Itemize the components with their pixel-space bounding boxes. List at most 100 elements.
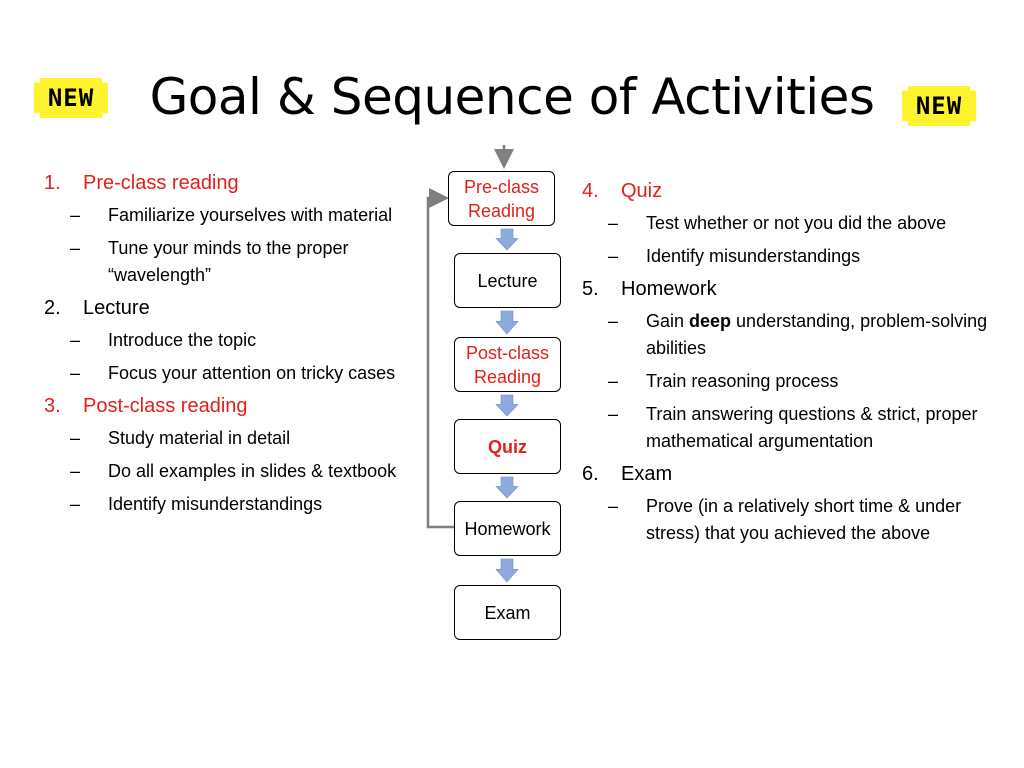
flow-box-line1: Pre-class bbox=[463, 176, 539, 197]
dash-bullet: – bbox=[607, 496, 618, 516]
subpoint: – Train reasoning process bbox=[582, 368, 1002, 395]
activity-heading: 4. Quiz bbox=[582, 178, 1002, 204]
subpoint: – Test whether or not you did the above bbox=[582, 210, 1002, 237]
flow-box-homework: Homework bbox=[454, 501, 561, 556]
down-arrow-icon bbox=[495, 310, 519, 335]
new-badge-left-icon: NEW bbox=[34, 78, 108, 118]
dash-bullet: – bbox=[607, 371, 618, 391]
activity-item: 1.Pre-class reading – Familiarize yourselv… bbox=[44, 170, 424, 289]
subpoint: – Familiarize yourselves with material bbox=[44, 202, 424, 229]
activity-heading: 1.Pre-class reading bbox=[44, 170, 424, 196]
subpoint: – Prove (in a relatively short time & und… bbox=[582, 493, 1002, 547]
subpoint: – Identify misunderstandings bbox=[582, 243, 1002, 270]
subpoint: – Gain deep understanding, problem-solvin… bbox=[582, 308, 1002, 362]
flow-box-quiz: Quiz bbox=[454, 419, 561, 474]
subpoint: –Introduce the topic bbox=[44, 327, 424, 354]
activity-item: 6.Exam – Prove (in a relatively short time… bbox=[582, 461, 1002, 547]
left-activity-list: 1.Pre-class reading – Familiarize yourselv… bbox=[44, 170, 424, 524]
new-badge-right-text: NEW bbox=[915, 92, 963, 120]
activity-heading: 6.Exam bbox=[582, 461, 1002, 487]
activity-subpoints: –Study material in detail–Do all example… bbox=[44, 425, 424, 518]
subpoint: – Do all examples in slides & textbook bbox=[44, 458, 424, 485]
dash-bullet: – bbox=[607, 311, 618, 331]
activity-number: 2. bbox=[44, 297, 61, 319]
activity-item: 5.Homework – Gain deep understanding, prob… bbox=[582, 276, 1002, 455]
activity-number: 3. bbox=[44, 395, 61, 417]
subpoint-text-after: understanding, problem-solving abilities bbox=[646, 311, 988, 358]
dash-bullet: – bbox=[69, 238, 80, 258]
subpoint: – Identify misunderstandings bbox=[44, 491, 424, 518]
activity-subpoints: – Familiarize yourselves with material –Tu… bbox=[44, 202, 424, 289]
flow-box-text: Quiz bbox=[488, 435, 527, 459]
activity-heading: 3. Post-class reading bbox=[44, 393, 424, 419]
dash-bullet: – bbox=[69, 330, 80, 350]
activity-subpoints: – Gain deep understanding, problem-solvin… bbox=[582, 308, 1002, 455]
activity-item: 3.Post-class reading–Study material in d… bbox=[44, 393, 424, 518]
subpoint-text: Identify misunderstandings bbox=[108, 494, 323, 514]
dash-bullet: – bbox=[607, 246, 618, 266]
activity-item: 2.Lecture–Introduce the topic–Focus your… bbox=[44, 295, 424, 387]
flow-box-line2: Reading bbox=[467, 200, 536, 221]
new-badge-right-icon: NEW bbox=[902, 86, 976, 126]
subpoint: – Focus your attention on tricky cases bbox=[44, 360, 424, 387]
subpoint: –Study material in detail bbox=[44, 425, 424, 452]
subpoint-text-before: Gain bbox=[646, 311, 690, 331]
dash-bullet: – bbox=[69, 205, 80, 225]
activity-label: Pre-class reading bbox=[83, 172, 239, 194]
dash-bullet: – bbox=[69, 461, 80, 481]
subpoint-text: Train reasoning process bbox=[646, 371, 839, 391]
flow-box-lecture: Lecture bbox=[454, 253, 561, 308]
activity-label: Post-class reading bbox=[83, 395, 248, 417]
activity-subpoints: –Introduce the topic–Focus your attentio… bbox=[44, 327, 424, 387]
subpoint-text: Identify misunderstandings bbox=[646, 246, 861, 266]
flow-box-text: Lecture bbox=[477, 269, 537, 293]
subpoint-text-bold: deep bbox=[689, 311, 732, 331]
down-arrow-icon bbox=[495, 394, 519, 417]
subpoint-text: Test whether or not you did the above bbox=[646, 213, 947, 233]
down-arrow-icon bbox=[495, 558, 519, 583]
activity-subpoints: – Prove (in a relatively short time & und… bbox=[582, 493, 1002, 547]
flow-box-line1: Homework bbox=[464, 518, 551, 539]
flow-box-line1: Exam bbox=[484, 602, 531, 623]
activity-subpoints: – Test whether or not you did the above – I… bbox=[582, 210, 1002, 270]
subpoint-text: Focus your attention on tricky cases bbox=[108, 363, 396, 383]
subpoint-text: Study material in detail bbox=[108, 428, 291, 448]
activity-number: 5. bbox=[582, 278, 599, 300]
dash-bullet: – bbox=[69, 494, 80, 514]
activity-number: 4. bbox=[582, 180, 599, 202]
flow-box-line2: Reading bbox=[473, 366, 542, 387]
activity-heading: 2. Lecture bbox=[44, 295, 424, 321]
down-arrow-icon bbox=[495, 228, 519, 251]
flow-box-line1: Lecture bbox=[477, 270, 538, 291]
new-badge-left-text: NEW bbox=[47, 84, 95, 112]
right-activity-list: 4.Quiz–Test whether or not you did the a… bbox=[582, 178, 1002, 553]
flow-box-line1: Post-class bbox=[465, 342, 550, 363]
activity-item: 4.Quiz–Test whether or not you did the a… bbox=[582, 178, 1002, 270]
subpoint-text: Do all examples in slides & textbook bbox=[108, 461, 397, 481]
dash-bullet: – bbox=[607, 404, 618, 424]
dash-bullet: – bbox=[607, 213, 618, 233]
activity-heading: 5.Homework bbox=[582, 276, 1002, 302]
flow-box-exam: Exam bbox=[454, 585, 561, 640]
subpoint-text: Train answering questions & strict, prop… bbox=[646, 404, 978, 451]
activity-label: Lecture bbox=[83, 297, 150, 319]
flow-box-text: Homework bbox=[464, 517, 550, 541]
slide-title: Goal & Sequence of Activities bbox=[149, 68, 875, 126]
flow-box-text: Exam bbox=[484, 601, 530, 625]
activity-label: Exam bbox=[621, 463, 673, 485]
dash-bullet: – bbox=[69, 363, 80, 383]
subpoint-text: Prove (in a relatively short time & unde… bbox=[646, 496, 962, 543]
down-arrow-icon bbox=[495, 476, 519, 499]
subpoint-text: Familiarize yourselves with material bbox=[108, 205, 393, 225]
activity-label: Quiz bbox=[621, 180, 663, 202]
loop-back-arrow bbox=[426, 188, 454, 529]
subpoint: –Tune your minds to the proper “waveleng… bbox=[44, 235, 424, 289]
subpoint-text: Gain deep understanding, problem-solving… bbox=[646, 308, 1002, 362]
